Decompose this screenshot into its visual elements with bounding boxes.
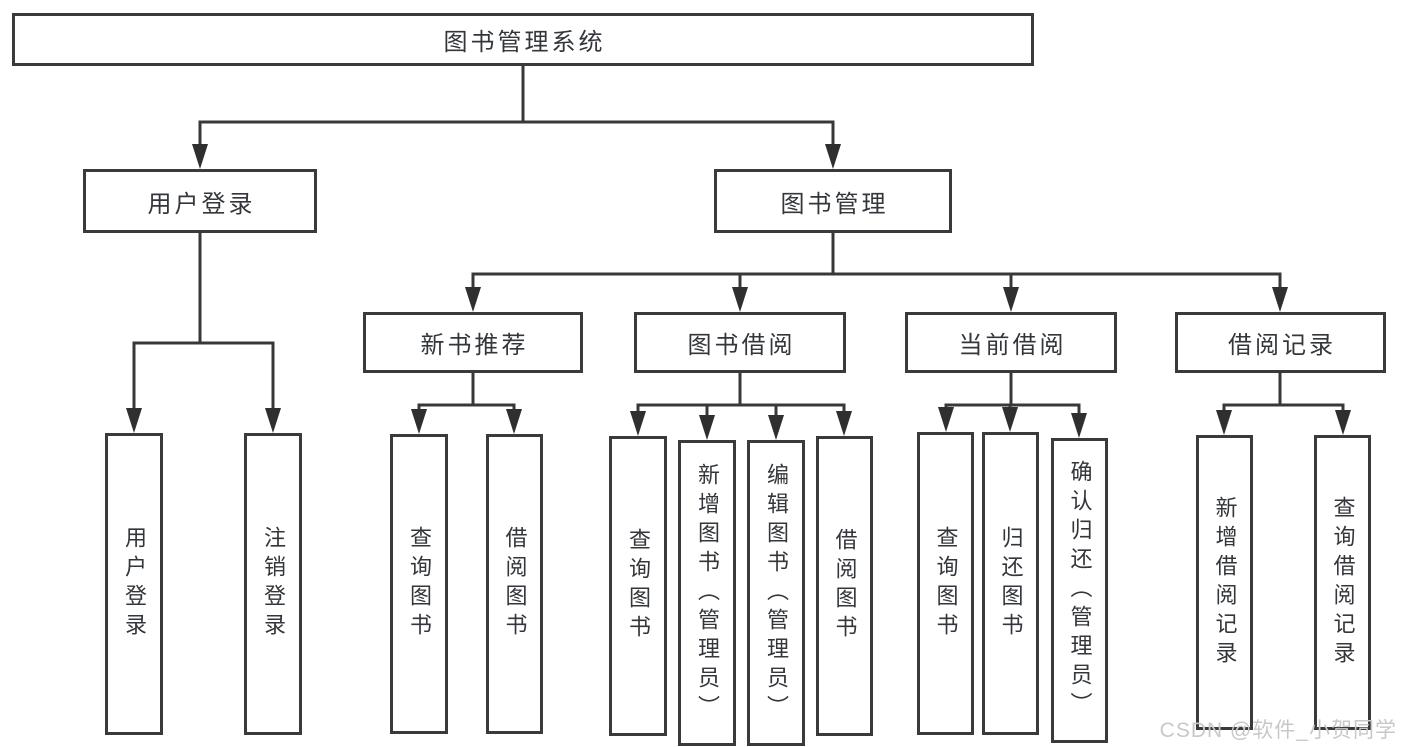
arrowhead	[1272, 287, 1288, 312]
arrowhead	[1002, 407, 1018, 432]
node-label: 图书管理	[780, 190, 889, 218]
connector-book-borrow-to-leaves	[630, 371, 852, 440]
leaf-query-books-current: 查询图书	[917, 432, 974, 735]
arrowhead	[1216, 410, 1232, 435]
leaf-borrow-books-recommend: 借阅图书	[486, 434, 543, 734]
arrowhead	[732, 287, 748, 312]
leaf-borrow-books: 借阅图书	[816, 436, 873, 736]
arrowhead	[768, 415, 784, 440]
arrowhead	[630, 411, 646, 436]
node-label: 借阅图书	[502, 526, 528, 642]
node-label: 图书借阅	[687, 332, 796, 359]
node-book-management-branch: 图书管理	[714, 169, 952, 233]
node-label: 查询借阅记录	[1330, 495, 1356, 670]
connector-current-borrow-to-leaves	[938, 371, 1087, 438]
arrowhead	[465, 287, 481, 312]
node-label: 借阅图书	[832, 528, 858, 644]
node-root-library-management-system: 图书管理系统	[12, 13, 1034, 66]
leaf-return-book: 归还图书	[982, 432, 1039, 735]
node-new-book-recommend: 新书推荐	[363, 312, 583, 373]
arrowhead	[825, 144, 841, 169]
leaf-add-book-admin: 新增图书（管理员）	[678, 440, 736, 746]
node-label: 归还图书	[998, 525, 1024, 642]
connector-book-mgmt-to-level3	[465, 231, 1288, 312]
arrowhead	[411, 409, 427, 434]
node-label: 借阅记录	[1228, 332, 1336, 359]
arrowhead	[836, 411, 852, 436]
node-label: 图书管理系统	[443, 29, 606, 56]
arrowhead	[699, 415, 715, 440]
leaf-query-books-recommend: 查询图书	[390, 434, 448, 734]
arrowhead	[506, 409, 522, 434]
node-label: 用户登录	[147, 190, 256, 218]
node-label: 注销登录	[261, 526, 286, 642]
node-label: 查询图书	[626, 528, 651, 644]
arrowhead	[1003, 287, 1019, 312]
arrowhead	[1335, 410, 1351, 435]
connector-borrow-records-to-leaves	[1216, 371, 1351, 435]
connector-user-login-to-leaves	[126, 231, 281, 433]
node-label: 新增图书（管理员）	[695, 462, 720, 724]
leaf-add-borrow-record: 新增借阅记录	[1196, 435, 1253, 730]
node-current-borrow: 当前借阅	[905, 312, 1117, 373]
csdn-watermark: CSDN @软件_小贺同学	[1159, 719, 1397, 742]
node-label: 新增借阅记录	[1212, 495, 1238, 670]
arrowhead	[126, 408, 142, 433]
node-label: 用户登录	[122, 526, 147, 642]
arrowhead	[938, 407, 954, 432]
leaf-confirm-return-admin: 确认归还（管理员）	[1051, 438, 1108, 743]
arrowhead	[1071, 413, 1087, 438]
node-label: 新书推荐	[420, 332, 529, 359]
arrowhead	[265, 408, 281, 433]
node-label: 当前借阅	[958, 332, 1067, 359]
connector-root-to-level2	[192, 64, 841, 169]
node-book-borrow: 图书借阅	[634, 312, 846, 373]
node-label: 查询图书	[933, 525, 959, 642]
node-label: 编辑图书（管理员）	[764, 462, 789, 724]
leaf-user-login: 用户登录	[105, 433, 163, 735]
leaf-query-books-borrow: 查询图书	[609, 436, 667, 736]
node-label: 查询图书	[407, 526, 432, 642]
leaf-logout: 注销登录	[244, 433, 302, 735]
node-borrow-records: 借阅记录	[1175, 312, 1386, 373]
leaf-query-borrow-record: 查询借阅记录	[1314, 435, 1371, 730]
connector-new-book-rec-to-leaves	[411, 371, 522, 434]
node-label: 确认归还（管理员）	[1067, 460, 1093, 721]
leaf-edit-book-admin: 编辑图书（管理员）	[747, 440, 805, 746]
arrowhead	[192, 144, 208, 169]
node-user-login-branch: 用户登录	[83, 169, 317, 233]
